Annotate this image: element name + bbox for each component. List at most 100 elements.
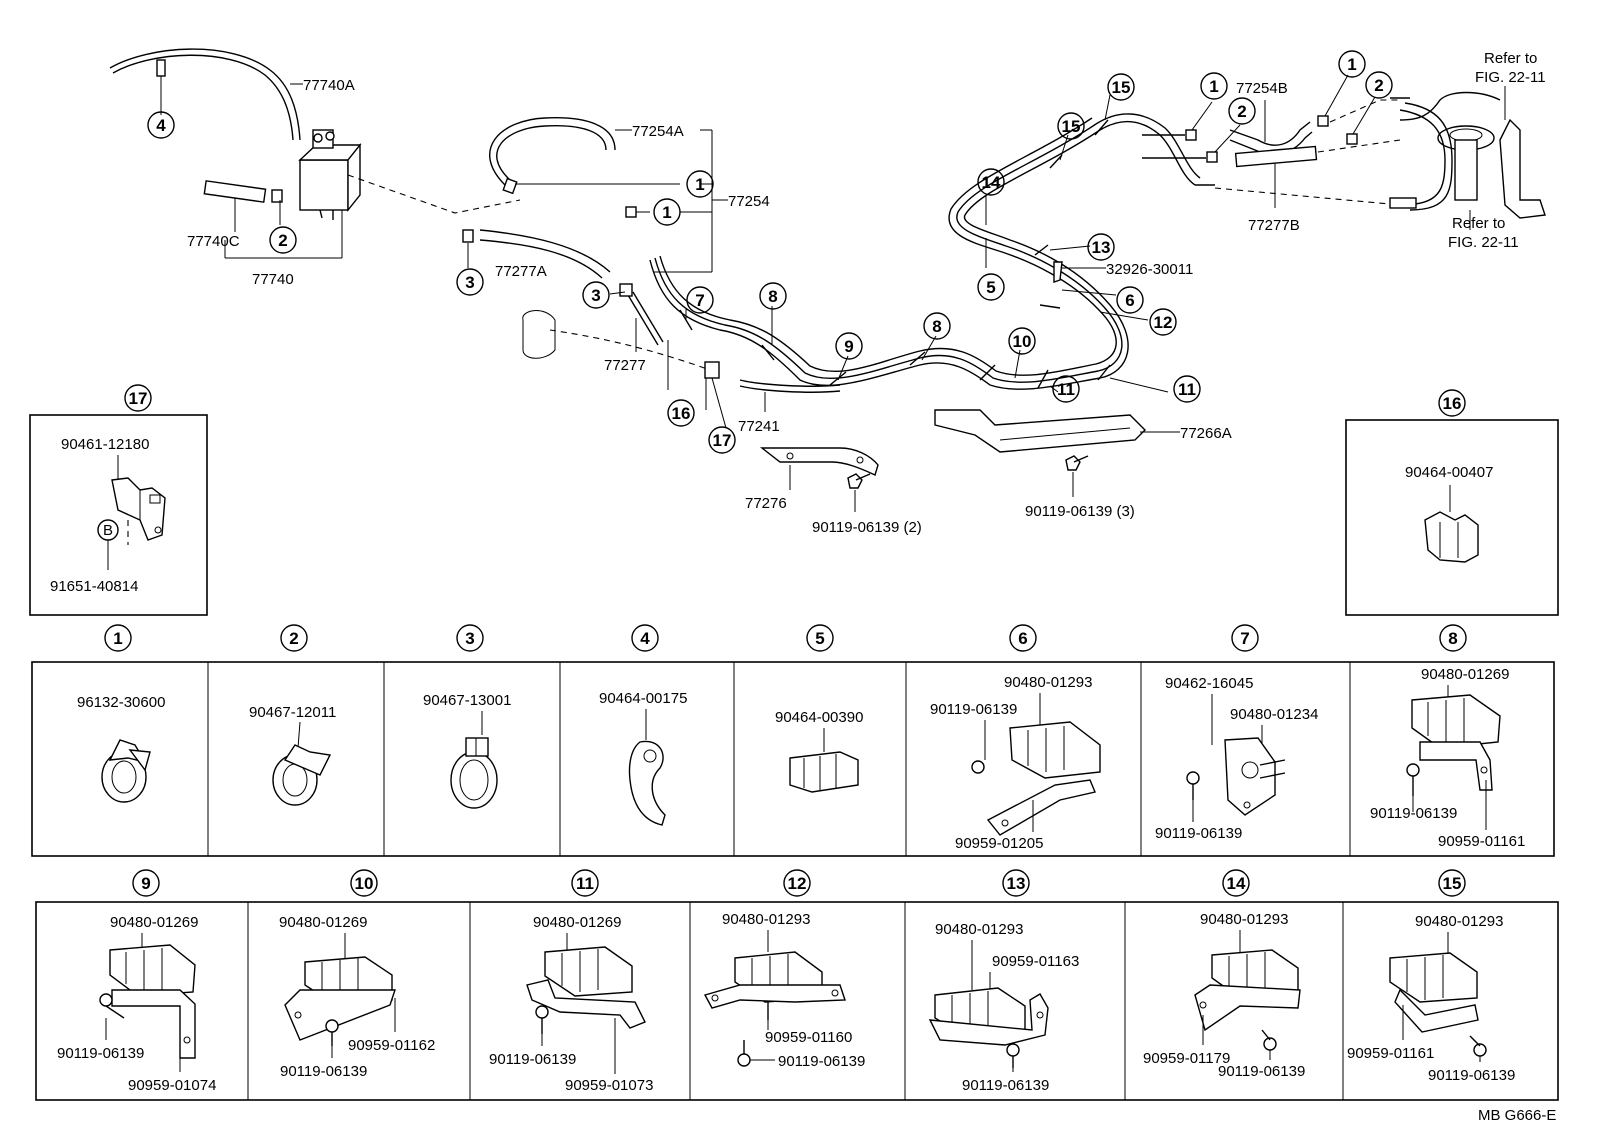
ref-circle: 16 — [667, 399, 695, 427]
svg-text:90464-00390: 90464-00390 — [775, 709, 863, 726]
svg-text:90480-01269: 90480-01269 — [110, 914, 198, 931]
svg-text:4: 4 — [640, 629, 650, 648]
detail-box-16: 16 90464-00407 — [1345, 389, 1559, 616]
svg-text:B: B — [103, 522, 113, 539]
svg-text:1: 1 — [1209, 77, 1218, 96]
svg-text:90959-01163: 90959-01163 — [992, 953, 1079, 970]
ref-circle: 13 — [1087, 233, 1115, 261]
svg-text:90959-01073: 90959-01073 — [565, 1077, 653, 1094]
hose-clamp-icon — [101, 739, 151, 803]
bracket-clamp-icon — [526, 946, 646, 1034]
svg-text:15: 15 — [1443, 874, 1462, 893]
clip-icon — [1424, 511, 1479, 563]
svg-text:90480-01293: 90480-01293 — [1004, 674, 1092, 691]
detail-box-17: 17 90461-12180 B 91651-40814 — [29, 384, 208, 616]
hose-77740a — [109, 48, 301, 141]
svg-text:13: 13 — [1007, 874, 1026, 893]
ref-circle: 17 — [708, 426, 736, 454]
ref-circle: 2 — [1228, 97, 1256, 125]
parts-row-2: 9 90480-01269 90119-06139 90959-01074 10… — [35, 869, 1559, 1101]
svg-text:77277A: 77277A — [495, 263, 547, 280]
svg-text:90119-06139 (3): 90119-06139 (3) — [1025, 503, 1135, 520]
svg-text:1: 1 — [695, 175, 704, 194]
hose-77277b — [1234, 145, 1318, 168]
hose-clamp-icon — [272, 744, 332, 806]
svg-text:2: 2 — [278, 231, 287, 250]
svg-text:90480-01269: 90480-01269 — [279, 914, 367, 931]
svg-text:FIG. 22-11: FIG. 22-11 — [1475, 69, 1546, 86]
ref-circle: 9 — [835, 332, 863, 360]
vsv-valve-77740 — [298, 129, 362, 220]
ref-circle: 11 — [1173, 375, 1201, 403]
bracket-clamp-icon — [99, 944, 196, 1059]
svg-text:5: 5 — [986, 278, 995, 297]
svg-text:90462-16045: 90462-16045 — [1165, 675, 1253, 692]
svg-text:Refer to: Refer to — [1452, 215, 1505, 232]
svg-text:90119-06139: 90119-06139 — [1370, 805, 1457, 822]
svg-text:2: 2 — [1374, 76, 1383, 95]
svg-text:17: 17 — [713, 431, 732, 450]
svg-text:90480-01293: 90480-01293 — [1200, 911, 1288, 928]
hose-77254a — [489, 117, 616, 186]
svg-text:90119-06139: 90119-06139 — [778, 1053, 865, 1070]
ref-circle: 14 — [977, 168, 1005, 196]
svg-text:90480-01293: 90480-01293 — [1415, 913, 1503, 930]
svg-text:77740: 77740 — [252, 271, 294, 288]
svg-text:7: 7 — [695, 291, 704, 310]
svg-text:11: 11 — [1057, 380, 1075, 399]
svg-text:77277: 77277 — [604, 357, 646, 374]
hose-77277a — [479, 229, 611, 273]
clamp-icon — [111, 477, 166, 545]
svg-text:90119-06139: 90119-06139 — [489, 1051, 576, 1068]
svg-text:77241: 77241 — [738, 418, 780, 435]
ref-circle: 3 — [456, 268, 484, 296]
svg-text:90480-01293: 90480-01293 — [722, 911, 810, 928]
svg-text:90119-06139: 90119-06139 — [1428, 1067, 1515, 1084]
ref-circle: 5 — [977, 273, 1005, 301]
bracket-clamp-icon — [1389, 952, 1487, 1057]
svg-text:15: 15 — [1062, 117, 1081, 136]
ref-circle: 1 — [686, 170, 714, 198]
ref-circle: 15 — [1057, 112, 1085, 140]
bolt-icon — [1065, 455, 1089, 471]
bundle-clamps — [679, 119, 1111, 389]
svg-text:90461-12180: 90461-12180 — [61, 436, 149, 453]
hose-clamp-icon — [450, 737, 498, 809]
svg-text:90119-06139: 90119-06139 — [280, 1063, 367, 1080]
main-circle-refs: 4 2 3 1 1 3 7 8 9 8 16 17 10 11 11 12 6 … — [147, 50, 1393, 454]
svg-text:90119-06139 (2): 90119-06139 (2) — [812, 519, 922, 536]
svg-text:11: 11 — [576, 874, 594, 893]
fuel-pump-unit — [1389, 91, 1546, 219]
svg-text:90480-01234: 90480-01234 — [1230, 706, 1318, 723]
bracket-clamp-icon — [1186, 737, 1286, 816]
svg-text:90467-13001: 90467-13001 — [423, 692, 511, 709]
svg-text:90959-01162: 90959-01162 — [348, 1037, 435, 1054]
svg-text:17: 17 — [129, 389, 148, 408]
svg-text:90959-01160: 90959-01160 — [765, 1029, 852, 1046]
svg-text:90480-01269: 90480-01269 — [533, 914, 621, 931]
ref-circle: 4 — [147, 111, 175, 139]
ref-circle: 3 — [582, 281, 610, 309]
svg-text:90119-06139: 90119-06139 — [1155, 825, 1242, 842]
svg-text:6: 6 — [1125, 291, 1134, 310]
svg-text:8: 8 — [768, 287, 777, 306]
svg-text:8: 8 — [1448, 629, 1457, 648]
hose-77254b — [1229, 121, 1311, 146]
ref-circle: 8 — [923, 312, 951, 340]
svg-text:90119-06139: 90119-06139 — [57, 1045, 144, 1062]
fuel-filter — [522, 310, 556, 359]
bracket-clamp-icon — [1406, 694, 1501, 796]
svg-text:90119-06139: 90119-06139 — [962, 1077, 1049, 1094]
bracket-clamp-icon — [1194, 949, 1301, 1051]
bracket-clamp-icon — [928, 987, 1049, 1068]
ref-circle: 12 — [1149, 308, 1177, 336]
svg-text:3: 3 — [465, 273, 474, 292]
svg-text:1: 1 — [113, 629, 122, 648]
diagram-code: MB G666-E — [1478, 1107, 1556, 1124]
svg-text:77254A: 77254A — [632, 123, 684, 140]
svg-text:16: 16 — [672, 404, 691, 423]
svg-text:2: 2 — [289, 629, 298, 648]
svg-text:90464-00407: 90464-00407 — [1405, 464, 1493, 481]
svg-text:32926-30011: 32926-30011 — [1106, 261, 1193, 278]
